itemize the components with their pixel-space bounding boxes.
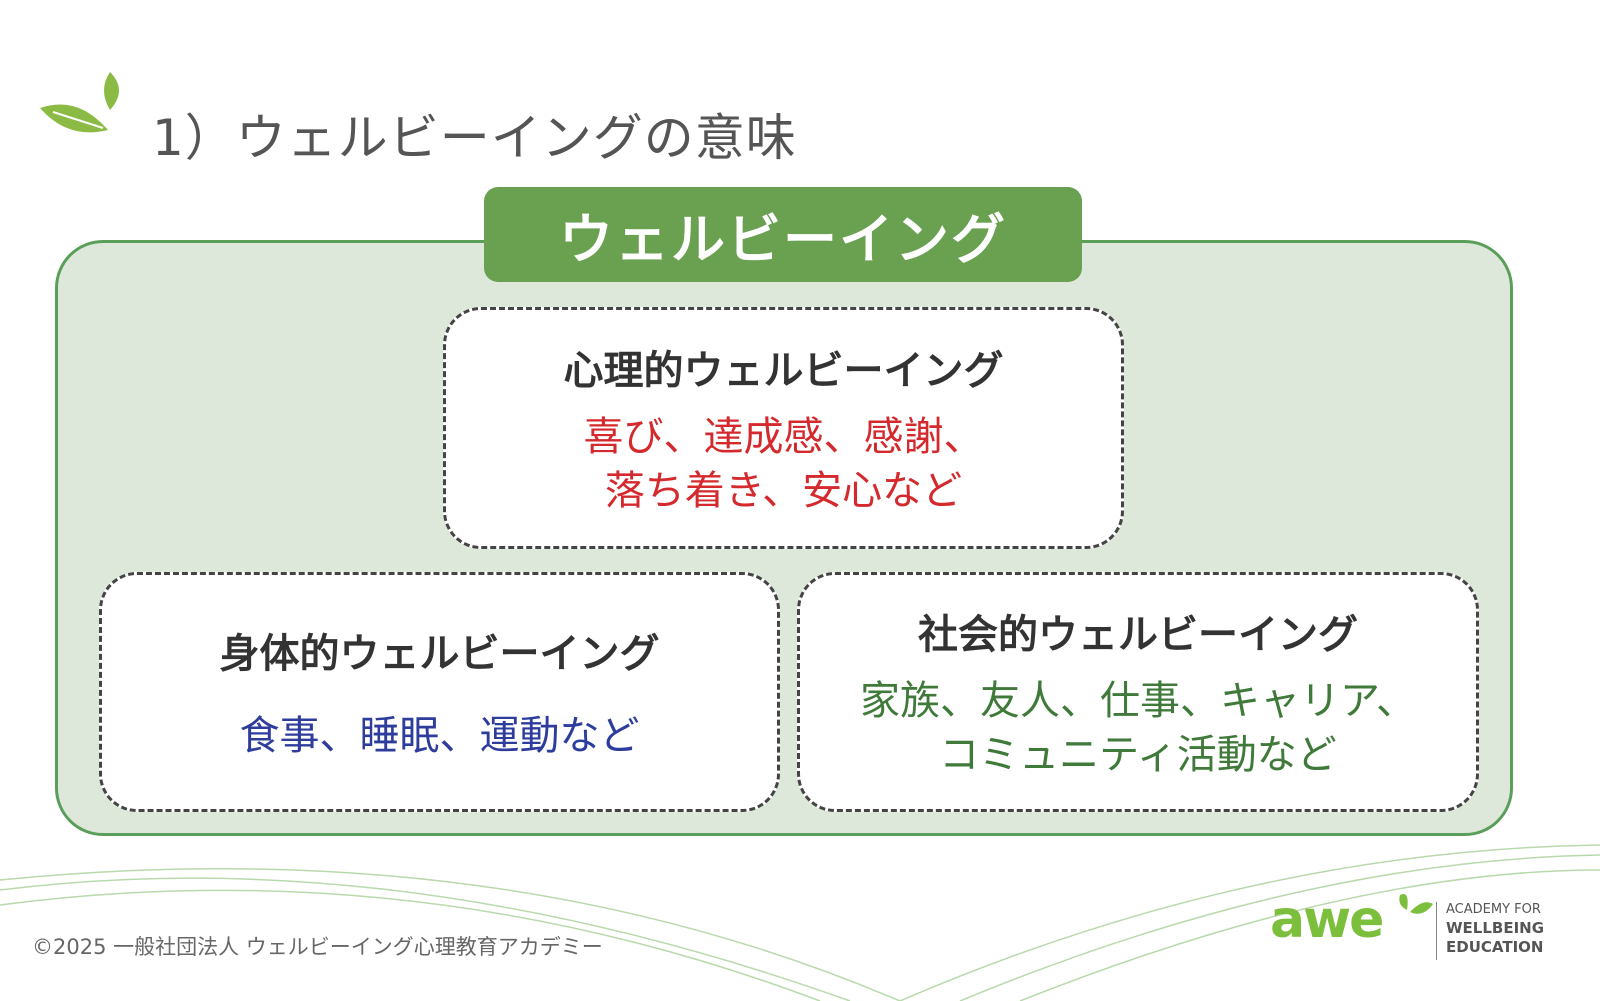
psychological-box: 心理的ウェルビーイング 喜び、達成感、感謝、 落ち着き、安心など — [443, 307, 1124, 549]
box-text: 落ち着き、安心など — [604, 468, 963, 514]
awe-logo: awe ACADEMY FOR WELLBEING EDUCATION — [1270, 890, 1570, 970]
logo-mark: awe — [1270, 890, 1384, 950]
decorative-swooshes — [0, 844, 1600, 1001]
copyright: ©2025 一般社団法人 ウェルビーイング心理教育アカデミー — [32, 935, 603, 959]
leaf-icon — [40, 72, 119, 133]
physical-box: 身体的ウェルビーイング 食事、睡眠、運動など — [99, 572, 780, 812]
page-title: 1）ウェルビーイングの意味 — [152, 109, 797, 167]
box-text: 喜び、達成感、感謝、 — [583, 414, 984, 460]
box-text: 食事、睡眠、運動など — [239, 713, 640, 759]
logo-leaf-icon — [1399, 894, 1433, 914]
box-text: コミュニティ活動など — [939, 732, 1337, 778]
box-text: 家族、友人、仕事、キャリア、 — [860, 678, 1416, 724]
logo-line3: EDUCATION — [1446, 938, 1544, 956]
box-heading: 心理的ウェルビーイング — [563, 348, 1004, 394]
wellbeing-header: ウェルビーイング — [484, 187, 1082, 282]
social-box: 社会的ウェルビーイング 家族、友人、仕事、キャリア、 コミュニティ活動など — [797, 572, 1479, 812]
logo-line2: WELLBEING — [1446, 919, 1545, 937]
box-heading: 社会的ウェルビーイング — [918, 612, 1358, 658]
box-heading: 身体的ウェルビーイング — [219, 631, 660, 677]
logo-line1: ACADEMY FOR — [1446, 902, 1541, 917]
